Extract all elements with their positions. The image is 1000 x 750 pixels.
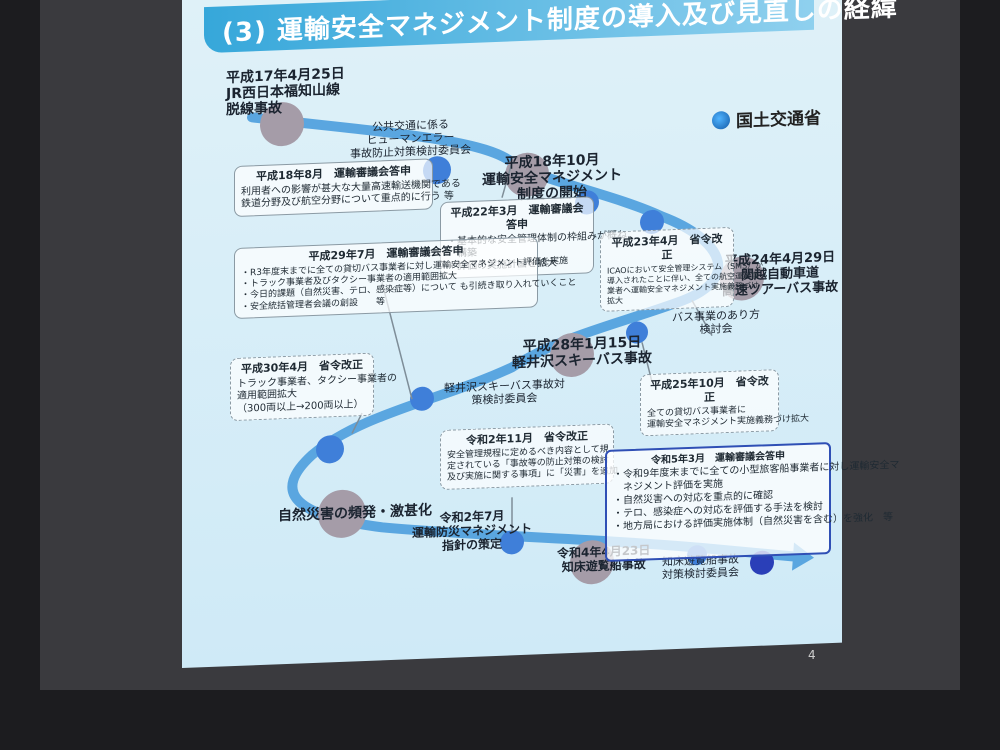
label-human-error-committee: 公共交通に係る ヒューマンエラー 事故防止対策検討委員会 bbox=[350, 117, 471, 161]
node bbox=[500, 530, 524, 555]
node bbox=[316, 435, 344, 464]
box-h25-10-amendment: 平成25年10月 省令改正 全ての貸切バス事業者に 運輸安全マネジメント実施義務… bbox=[640, 369, 809, 437]
event-karuizawa-bus: 平成28年1月15日 軽井沢スキーバス事故 bbox=[512, 334, 652, 372]
page-number: 4 bbox=[808, 648, 816, 662]
box-h29-7-report: 平成29年7月 運輸審議会答申 ・R3年度末までに全ての貸切バス事業者に対し運輸… bbox=[234, 236, 576, 319]
box-h18-8-report: 平成18年8月 運輸審議会答申 利用者への影響が甚大な大量高速輸送機関である 鉄… bbox=[234, 158, 461, 217]
event-node bbox=[318, 489, 366, 538]
box-h30-4-amendment: 平成30年4月 省令改正 トラック事業者、タクシー事業者の 適用範囲拡大 （30… bbox=[230, 352, 397, 422]
slide: (3) 運輸安全マネジメント制度の導入及び見直しの経緯 国土交通省 bbox=[182, 0, 898, 668]
box-r2-11-amendment: 令和2年11月 省令改正 安全管理規程に定めるべき内容として規 定されている「事… bbox=[440, 423, 618, 490]
event-disaster-guideline: 令和2年7月 運輸防災マネジメント 指針の策定 bbox=[412, 509, 532, 555]
label-karuizawa-committee: 軽井沢スキーバス事故対 策検討委員会 bbox=[444, 377, 565, 408]
event-node bbox=[570, 540, 614, 585]
node bbox=[410, 386, 434, 411]
event-node bbox=[505, 152, 549, 197]
event-node bbox=[550, 333, 594, 378]
box-r5-3-report: 令和5年3月 運輸審議会答申 ・令和9年度末までに全ての小型旅客船事業者に対し運… bbox=[605, 442, 899, 562]
event-safety-management-start: 平成18年10月 運輸安全マネジメント 制度の開始 bbox=[482, 151, 622, 205]
label-bus-business-committee: バス事業のあり方 検討会 bbox=[672, 307, 760, 337]
node bbox=[626, 321, 648, 344]
node bbox=[750, 550, 774, 575]
box-h23-4-amendment: 平成23年4月 省令改正 ICAOにおいて安全管理システム（SMS）が 導入され… bbox=[600, 226, 763, 312]
node bbox=[640, 209, 664, 234]
event-fukuchiyama: 平成17年4月25日 JR西日本福知山線 脱線事故 bbox=[226, 66, 345, 119]
event-node bbox=[260, 102, 304, 147]
